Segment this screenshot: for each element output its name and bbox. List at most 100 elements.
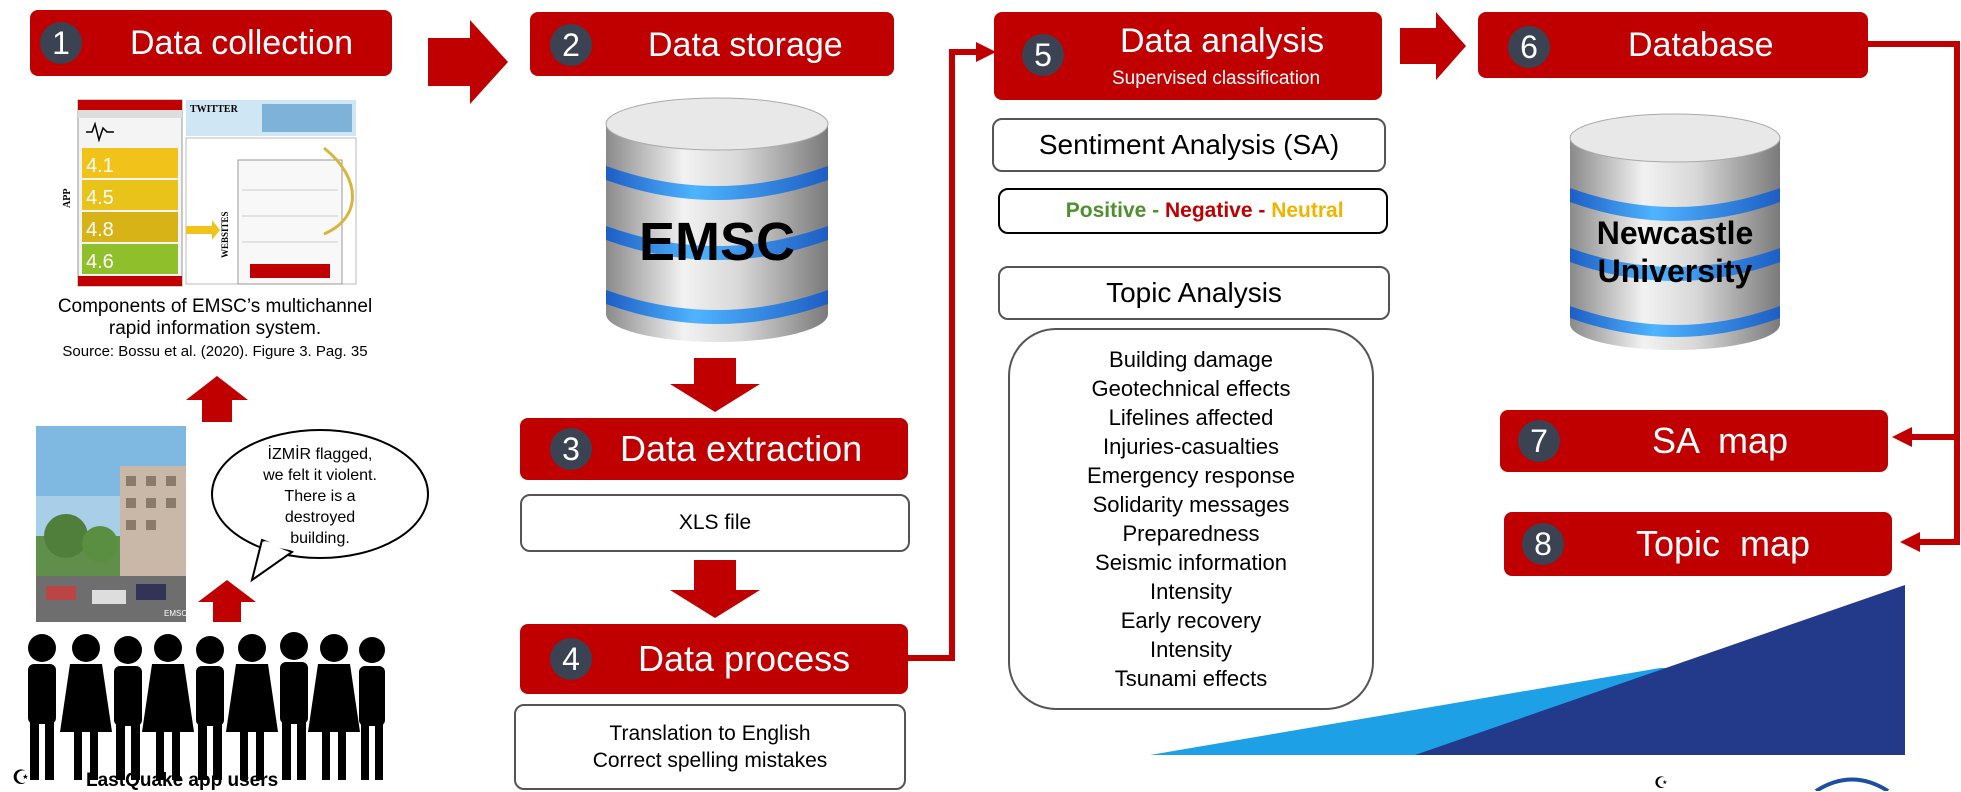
- step-1-title: Data collection: [130, 24, 354, 62]
- twitter-label: TWITTER: [190, 104, 239, 115]
- arrow-1-to-2: [428, 20, 508, 104]
- emsc-database-cylinder: [605, 97, 829, 342]
- step-6-header: 6 Database: [1478, 12, 1868, 78]
- step-1-badge: 1: [40, 22, 82, 64]
- collection-caption: Components of EMSC’s multichannel rapid …: [0, 296, 430, 362]
- step-7-header: 7 SA map: [1500, 410, 1888, 472]
- users-label: LastQuake app users: [86, 770, 279, 791]
- connector-4-to-5: [908, 49, 976, 661]
- step-6-title: Database: [1628, 26, 1774, 64]
- speech-line-2: we felt it violent.: [263, 467, 377, 484]
- step-3-title: Data extraction: [620, 428, 863, 469]
- decor-triangle-dark: [1415, 585, 1905, 755]
- step-6-badge: 6: [1508, 26, 1550, 68]
- topic-item: Seismic information: [1095, 550, 1287, 575]
- step-8-badge: 8: [1522, 523, 1564, 565]
- topic-analysis-box: Topic Analysis: [998, 266, 1390, 320]
- app-label: APP: [62, 189, 73, 208]
- caption-line-1: Components of EMSC’s multichannel: [57, 296, 373, 317]
- process-line-2: Correct spelling mistakes: [592, 749, 828, 772]
- step-2-title: Data storage: [648, 26, 843, 64]
- emsc-label: EMSC: [638, 212, 795, 272]
- step-5-subtitle: Supervised classification: [1112, 68, 1321, 89]
- speech-line-5: building.: [290, 530, 350, 547]
- sentiment-analysis-box: Sentiment Analysis (SA): [992, 118, 1386, 172]
- arrow-photo-up: [186, 376, 248, 422]
- step-4-badge: 4: [550, 638, 592, 680]
- step-2-badge: 2: [550, 24, 592, 66]
- sep-1: -: [1146, 199, 1165, 222]
- websites-label: WEBSITES: [220, 211, 230, 258]
- connector-to-8-head: [1900, 532, 1920, 552]
- step-8-title: Topic map: [1636, 523, 1811, 564]
- topic-item: Lifelines affected: [1108, 405, 1274, 430]
- step-3-header: 3 Data extraction: [520, 418, 908, 480]
- mag-1: 4.1: [86, 155, 114, 177]
- arrow-2-to-3: [670, 358, 760, 412]
- process-box: Translation to English Correct spelling …: [514, 704, 906, 790]
- mag-4: 4.6: [86, 251, 114, 273]
- speech-line-4: destroyed: [284, 509, 356, 526]
- connector-6-to-maps: [1868, 41, 1960, 545]
- topic-item: Geotechnical effects: [1091, 376, 1291, 401]
- sentiment-analysis-label: Sentiment Analysis (SA): [1038, 129, 1340, 160]
- street-photo-illustration: EMSC: [36, 426, 187, 622]
- emsc-system-image: 4.1 4.5 4.8 4.6 APP TWITTER WEBSITES: [62, 98, 358, 288]
- speech-line-1: İZMİR flagged,: [267, 446, 373, 463]
- seal-logo-icon: [1814, 777, 1890, 791]
- step-7-badge: 7: [1518, 420, 1560, 462]
- newcastle-line-1: Newcastle: [1596, 215, 1754, 251]
- people-silhouettes: [28, 632, 385, 780]
- speech-bubble-text: İZMİR flagged, we felt it violent. There…: [220, 444, 420, 549]
- step-5-badge: 5: [1022, 34, 1064, 76]
- topic-item: Early recovery: [1120, 608, 1262, 633]
- connector-4-to-5-head: [976, 42, 996, 62]
- caption-source: Source: Bossu et al. (2020). Figure 3. P…: [62, 343, 368, 360]
- caption-line-2: rapid information system.: [108, 318, 322, 339]
- emsc-system-illustration: 4.1 4.5 4.8 4.6 APP TWITTER WEBSITES: [62, 99, 357, 287]
- topic-item: Injuries-casualties: [1102, 434, 1280, 459]
- process-line-1: Translation to English: [609, 722, 811, 745]
- connector-to-7-head: [1892, 427, 1912, 447]
- newcastle-label: Newcastle University: [1566, 214, 1784, 290]
- mag-3: 4.8: [86, 219, 114, 241]
- arrow-3-to-4: [670, 560, 760, 618]
- earthquake-photo: EMSC: [36, 426, 187, 622]
- star-crescent-icon: ☪: [12, 767, 30, 789]
- topic-item: Preparedness: [1122, 521, 1260, 546]
- step-4-header: 4 Data process: [520, 624, 908, 694]
- xls-file-label: XLS file: [678, 511, 752, 534]
- step-1-header: 1 Data collection: [30, 10, 392, 76]
- arrow-5-to-6: [1400, 12, 1466, 80]
- photo-watermark: EMSC: [164, 609, 186, 618]
- step-8-header: 8 Topic map: [1504, 512, 1892, 576]
- step-7-title: SA map: [1652, 420, 1789, 461]
- xls-file-box: XLS file: [520, 494, 910, 552]
- topic-item: Building damage: [1109, 347, 1273, 372]
- step-3-badge: 3: [550, 428, 592, 470]
- topic-analysis-label: Topic Analysis: [1106, 277, 1282, 308]
- newcastle-line-2: University: [1597, 253, 1753, 289]
- speech-line-3: There is a: [284, 488, 356, 505]
- step-5-title: Data analysis: [1120, 22, 1325, 60]
- topics-list-box: Building damage Geotechnical effects Lif…: [1008, 328, 1374, 710]
- arrow-users-up: [198, 580, 256, 622]
- label-neutral: Neutral: [1271, 199, 1344, 222]
- step-4-title: Data process: [638, 638, 851, 679]
- speech-bubble-shape: [211, 429, 429, 583]
- sep-2: -: [1252, 199, 1272, 222]
- sentiment-classes-box: Positive - Negative - Neutral: [998, 188, 1388, 234]
- topic-item: Tsunami effects: [1114, 666, 1268, 691]
- topic-item: Intensity: [1150, 579, 1232, 604]
- topic-item: Solidarity messages: [1092, 492, 1290, 517]
- topic-item: Emergency response: [1087, 463, 1295, 488]
- step-5-header: 5 Data analysis Supervised classificatio…: [994, 12, 1382, 100]
- mag-2: 4.5: [86, 187, 114, 209]
- crescent-logo-icon: ☪: [1654, 775, 1669, 792]
- step-2-header: 2 Data storage: [530, 12, 894, 76]
- topic-item: Intensity: [1150, 637, 1232, 662]
- label-positive: Positive: [1065, 199, 1147, 222]
- newcastle-database-cylinder: [1569, 113, 1781, 350]
- label-negative: Negative: [1164, 199, 1253, 222]
